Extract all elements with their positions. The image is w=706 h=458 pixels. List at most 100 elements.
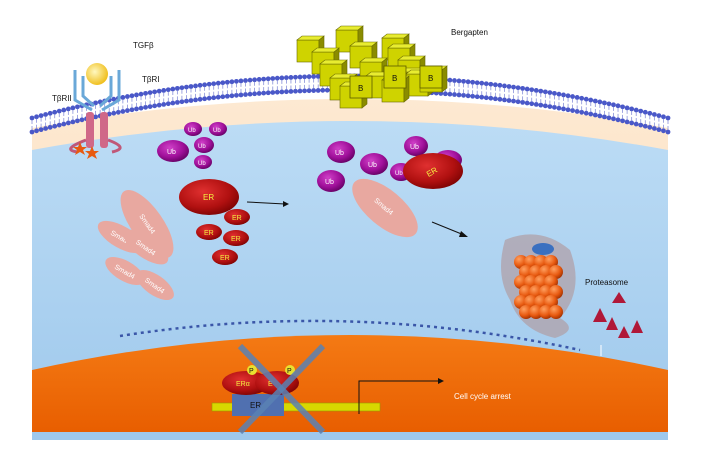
svg-text:Ub: Ub [368,162,377,169]
lipid-head [174,99,180,105]
lipid-head [447,77,453,83]
lipid-head [125,108,130,113]
tgfb-ligand [86,63,108,85]
svg-text:Ub: Ub [335,150,344,157]
lipid-head [611,116,616,122]
lipid-head [565,93,571,99]
svg-text:Ub: Ub [410,144,419,151]
lipid-head [274,89,280,95]
lipid-head [93,114,98,120]
degraded-fragments [593,292,643,356]
lipid-head [665,129,671,135]
lipid-head [156,102,162,108]
lipid-head [179,85,185,91]
lipid-head [502,97,507,103]
lipid-head [238,92,244,98]
lipid-head [170,100,176,106]
lipid-head [497,96,503,102]
lipid-head [34,114,39,120]
svg-text:Ub: Ub [213,128,221,134]
bergapten-b-label: B [428,74,433,83]
lipid-head [483,81,489,87]
lipid-head [202,82,208,88]
lipid-head [29,129,35,135]
lipid-head [306,88,312,94]
lipid-head [583,110,589,116]
lipid-head [193,97,198,103]
lipid-head [47,124,53,130]
lipid-head [38,127,44,133]
lipid-head [488,95,494,101]
lipid-head [651,126,657,131]
lipid-head [515,99,521,105]
tbrii-label: TβRII [52,94,72,103]
er-receptor-small: ER [223,230,249,246]
lipid-head [147,104,153,109]
lipid-head [297,74,303,80]
lipid-head [215,80,221,86]
lipid-head [552,104,557,110]
lipid-head [524,100,530,106]
bergapten-label: Bergapten [451,28,488,37]
svg-text:ER: ER [203,193,214,202]
lipid-head [602,114,607,120]
lipid-head [284,75,289,81]
phosphorylation-star-right [85,146,99,159]
lipid-head [483,95,489,101]
svg-text:ER: ER [220,255,230,262]
svg-text:E: E [268,381,273,388]
lipid-head [70,119,76,125]
lipid-head [461,92,466,98]
svg-text:ER: ER [232,215,242,222]
lipid-head [461,78,466,84]
lipid-head [452,78,457,83]
lipid-head [288,89,294,94]
lipid-head [633,107,639,113]
arrow-2 [431,221,468,237]
lipid-head [56,108,62,114]
lipid-head [156,88,162,94]
lipid-head [261,90,267,96]
lipid-head [284,89,289,95]
lipid-head [129,93,135,99]
lipid-head [229,93,235,99]
lipid-head [492,82,498,88]
lipid-head [565,107,571,113]
lipid-head [243,78,248,83]
lipid-head [506,84,512,89]
lipid-head [170,86,176,92]
lipid-head [606,115,612,121]
lipid-head [161,102,167,107]
lipid-head [238,78,244,84]
lipid-head [629,120,635,126]
lipid-head [184,84,189,90]
lipid-head [324,87,330,93]
lipid-head [615,103,621,109]
lipid-head [75,104,80,110]
inhibition-cross [237,343,326,435]
lipid-head [479,80,485,86]
lipid-head [502,83,507,89]
lipid-head [106,111,112,117]
lipid-head [297,88,303,94]
lipid-head [538,88,544,94]
lipid-head [293,88,298,94]
lipid-head [592,98,598,104]
lipid-head [179,99,185,105]
lipid-head [252,91,257,97]
lipid-head [497,82,503,88]
arrow-1 [246,201,289,207]
lipid-head [620,104,625,110]
lipid-head [302,74,307,80]
lipid-head [620,118,625,124]
lipid-head [52,123,58,129]
lipid-head [661,128,666,134]
lipid-head [588,111,594,117]
lipid-head [111,96,117,102]
lipid-head [229,79,235,85]
lipid-head [261,76,267,82]
lipid-head [470,79,476,85]
lipid-head [624,119,630,125]
lipid-head [665,115,671,121]
phosphorylation-star-left [73,142,87,155]
